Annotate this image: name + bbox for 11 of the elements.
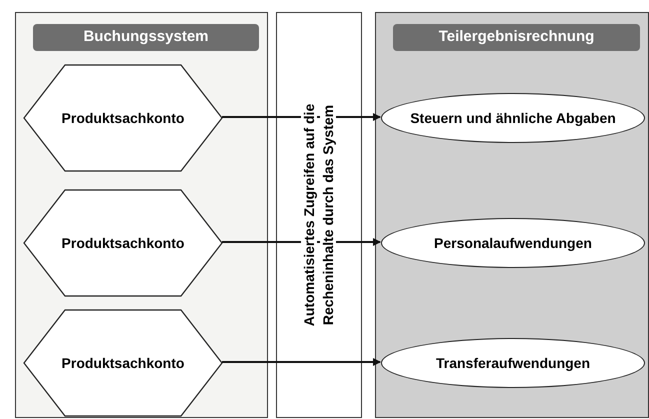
hexagon-node: Produktsachkonto (23, 309, 223, 417)
system-panel (15, 12, 268, 418)
rounded-node: Personalaufwendungen (381, 218, 645, 268)
hexagon-node: Produktsachkonto (23, 189, 223, 297)
arrow (222, 358, 381, 366)
panel-heading: Buchungssystem (33, 24, 259, 51)
shaded-panel (375, 12, 649, 418)
hexagon-node: Produktsachkonto (23, 64, 223, 172)
rounded-node: Transferaufwendungen (381, 338, 645, 388)
rounded-node: Steuern und ähnliche Abgaben (381, 93, 645, 143)
panel-heading: Teilergebnisrechnung (393, 24, 640, 51)
